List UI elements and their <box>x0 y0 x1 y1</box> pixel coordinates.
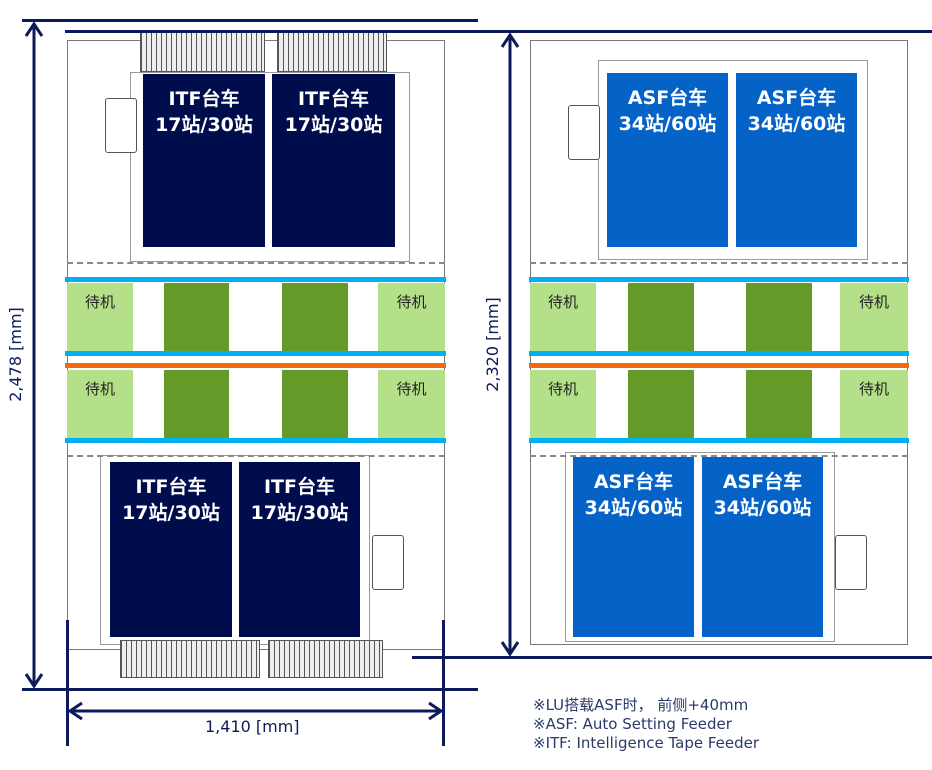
cart-name: ASF台车 <box>756 87 837 109</box>
right-dashed-line <box>530 262 908 264</box>
left-bottom-feeder-fins <box>120 640 260 678</box>
conveyor-line <box>529 438 909 443</box>
left-top-feeder-fins <box>277 32 387 72</box>
cart-name: ASF台车 <box>722 471 803 493</box>
work-station <box>164 370 229 438</box>
work-station <box>164 283 229 351</box>
itf-cart: ITF台车 17站/30站 <box>143 74 265 247</box>
right-height-dimension: 2,320 [mm] <box>482 297 502 392</box>
cart-name: ITF台车 <box>263 476 335 498</box>
itf-cart: ITF台车 17站/30站 <box>110 462 232 637</box>
cart-stations: 34站/60站 <box>747 113 846 135</box>
conveyor-line <box>529 351 909 356</box>
extension-line <box>65 30 932 33</box>
notes: ※LU搭载ASF时， 前侧+40mm ※ASF: Auto Setting Fe… <box>533 696 759 753</box>
work-station <box>746 283 812 351</box>
left-control-panel <box>372 535 404 590</box>
left-upper-housing <box>130 72 410 262</box>
extension-line <box>22 19 478 22</box>
conveyor-line <box>529 277 909 282</box>
note-line: ※ASF: Auto Setting Feeder <box>533 715 732 733</box>
cart-stations: 34站/60站 <box>584 497 683 519</box>
standby-zone: 待机 <box>840 283 908 351</box>
standby-label: 待机 <box>547 380 578 398</box>
note-line: ※LU搭载ASF时， 前侧+40mm <box>533 696 749 714</box>
cart-stations: 17站/30站 <box>155 114 253 136</box>
left-dashed-line <box>67 262 445 264</box>
left-control-panel <box>105 98 137 153</box>
cart-name: ITF台车 <box>297 88 369 110</box>
conveyor-line <box>65 351 446 356</box>
standby-label: 待机 <box>547 293 578 311</box>
cart-name: ITF台车 <box>135 476 207 498</box>
standby-label: 待机 <box>396 380 427 398</box>
conveyor-line <box>65 438 446 443</box>
cart-name: ASF台车 <box>627 87 708 109</box>
standby-label: 待机 <box>84 293 115 311</box>
standby-zone: 待机 <box>530 283 596 351</box>
cart-stations: 17站/30站 <box>122 502 220 524</box>
right-control-panel <box>835 535 867 590</box>
standby-zone: 待机 <box>378 283 445 351</box>
standby-label: 待机 <box>84 380 115 398</box>
right-upper-housing <box>598 60 868 260</box>
standby-label: 待机 <box>858 293 889 311</box>
work-station <box>282 370 348 438</box>
left-bottom-feeder-fins <box>268 640 383 678</box>
standby-zone: 待机 <box>67 283 133 351</box>
cart-stations: 17站/30站 <box>284 114 383 136</box>
extension-line <box>22 688 478 691</box>
left-dashed-line <box>67 455 445 457</box>
work-station <box>746 370 812 438</box>
work-station <box>282 283 348 351</box>
right-lower-housing <box>565 452 835 642</box>
right-dashed-line <box>530 455 908 457</box>
cart-stations: 34站/60站 <box>713 497 812 519</box>
standby-zone: 待机 <box>530 370 596 438</box>
extension-line <box>442 620 445 746</box>
right-control-panel <box>568 105 600 160</box>
note-line: ※ITF: Intelligence Tape Feeder <box>533 734 760 752</box>
asf-cart: ASF台车 34站/60站 <box>573 457 694 637</box>
asf-cart: ASF台车 34站/60站 <box>702 457 823 637</box>
work-station <box>628 283 694 351</box>
cart-name: ITF台车 <box>168 88 240 110</box>
standby-zone: 待机 <box>67 370 133 438</box>
cart-name: ASF台车 <box>593 471 674 493</box>
cart-stations: 34站/60站 <box>618 113 717 135</box>
width-dimension: 1,410 [mm] <box>205 717 300 736</box>
standby-zone: 待机 <box>378 370 445 438</box>
asf-cart: ASF台车 34站/60站 <box>736 73 857 247</box>
center-line <box>65 363 446 368</box>
center-line <box>529 363 909 368</box>
standby-label: 待机 <box>396 293 427 311</box>
extension-line <box>412 656 932 659</box>
itf-cart: ITF台车 17站/30站 <box>272 74 395 247</box>
standby-label: 待机 <box>858 380 889 398</box>
itf-cart: ITF台车 17站/30站 <box>239 462 360 637</box>
left-height-dimension: 2,478 [mm] <box>5 307 25 402</box>
standby-zone: 待机 <box>840 370 908 438</box>
cart-stations: 17站/30站 <box>250 502 349 524</box>
work-station <box>628 370 694 438</box>
conveyor-line <box>65 277 446 282</box>
extension-line <box>66 620 69 746</box>
left-top-feeder-fins <box>140 32 265 72</box>
asf-cart: ASF台车 34站/60站 <box>607 73 728 247</box>
